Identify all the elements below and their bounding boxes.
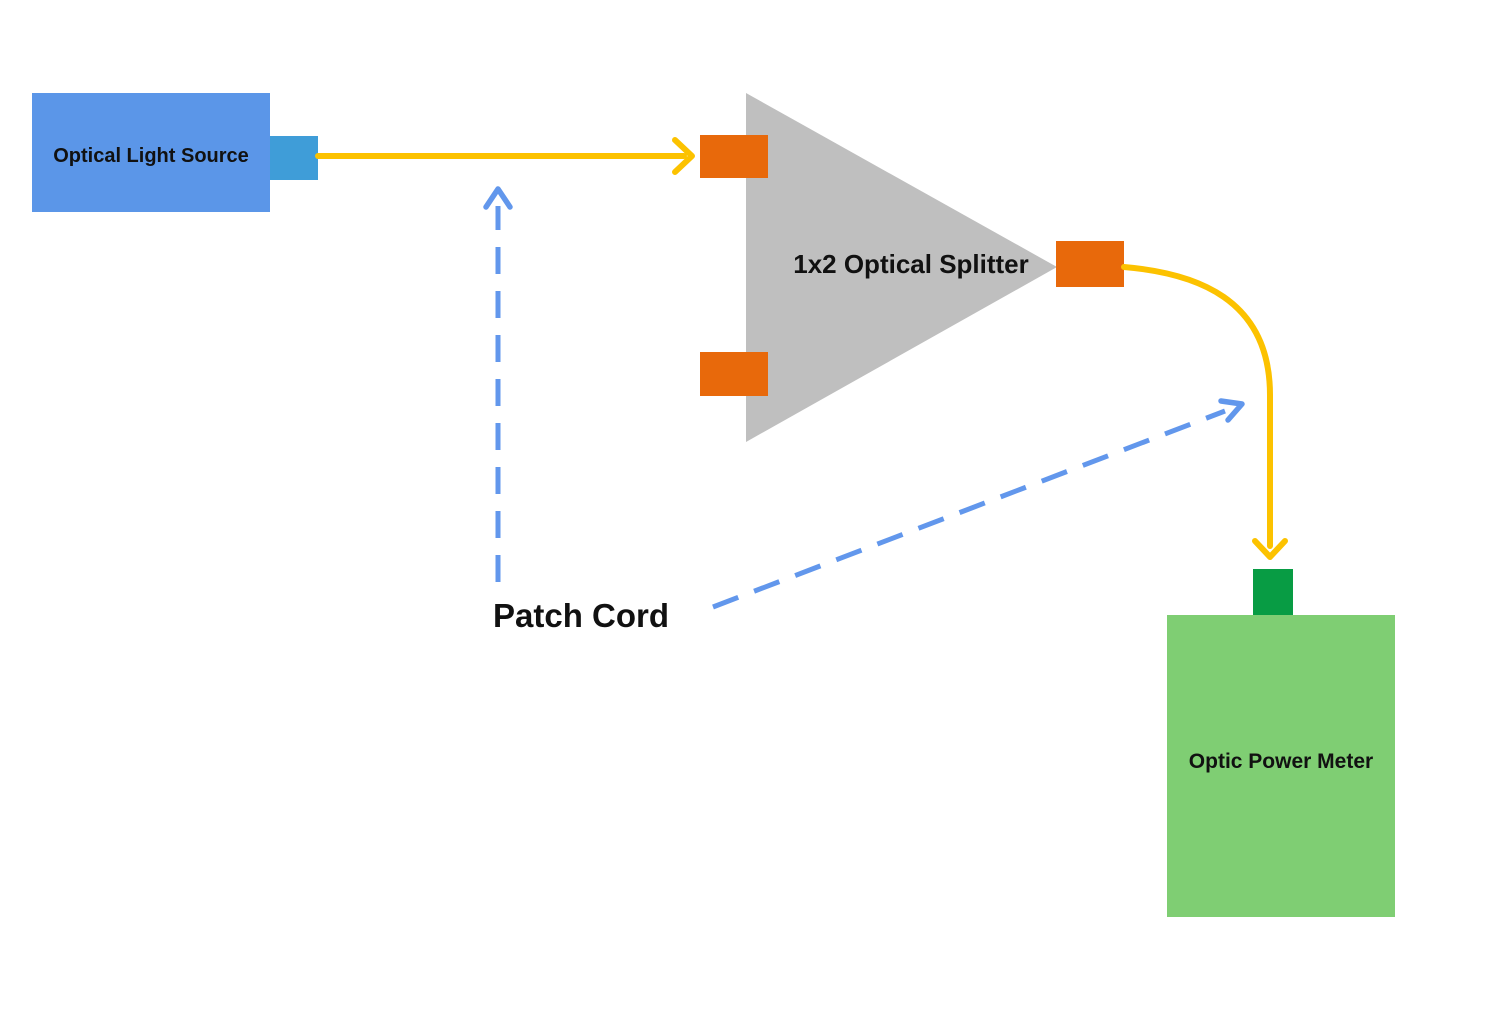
meter-connector (1253, 569, 1293, 615)
patch-cord-callout: Patch Cord (483, 186, 1245, 634)
splitter-to-meter-arrowhead-icon (1252, 538, 1288, 560)
splitter-input-port-top (700, 135, 768, 178)
optic-power-meter-node: Optic Power Meter (1167, 569, 1395, 917)
patch-cord-callout-line-diagonal (712, 408, 1226, 610)
patch-cord-callout-arrowhead-diagonal-icon (1218, 398, 1245, 423)
splitter-to-meter-fiber-curve (1121, 264, 1273, 549)
optical-splitter-node: 1x2 Optical Splitter (700, 93, 1124, 442)
splitter-to-meter-fiber (1121, 264, 1288, 560)
meter-box (1167, 615, 1395, 917)
splitter-input-port-bottom (700, 352, 768, 396)
patch-cord-label: Patch Cord (493, 597, 669, 634)
source-to-splitter-fiber (315, 137, 695, 175)
patch-cord-callout-arrowhead-up-icon (483, 186, 513, 210)
optical-light-source-node: Optical Light Source (32, 93, 318, 212)
light-source-port (270, 136, 318, 180)
splitter-label: 1x2 Optical Splitter (793, 249, 1029, 279)
meter-label: Optic Power Meter (1189, 750, 1373, 773)
splitter-output-port (1056, 241, 1124, 287)
light-source-label: Optical Light Source (53, 145, 249, 167)
source-to-splitter-arrowhead-icon (672, 137, 695, 175)
light-source-box (32, 93, 270, 212)
splitter-body (746, 93, 1057, 442)
